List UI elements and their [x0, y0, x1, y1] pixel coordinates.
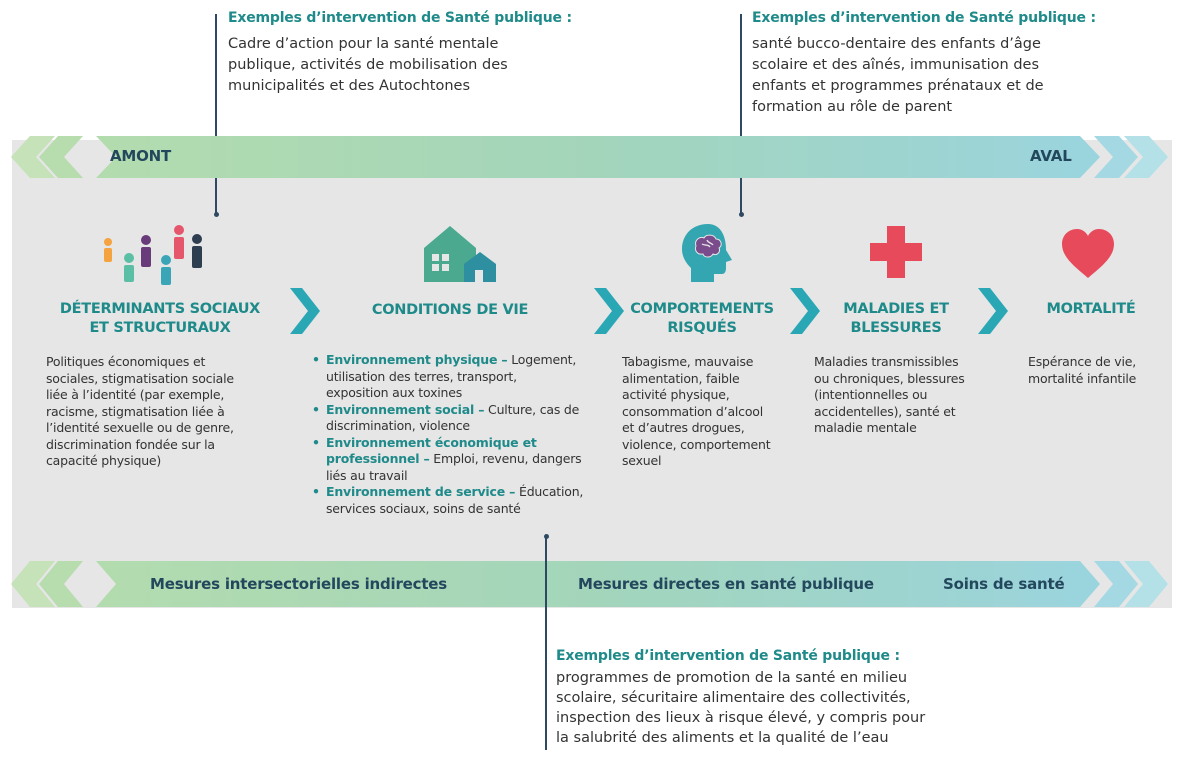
- diagram-background: [12, 140, 1172, 608]
- bullet-label: Environnement de service –: [326, 484, 516, 499]
- callout-bottom-body: programmes de promotion de la santé en m…: [556, 670, 926, 746]
- callout-top-right-body: santé bucco-dentaire des enfants d’âge s…: [752, 36, 1044, 115]
- column-body-risk-behaviours: Tabagisme, mauvaise alimentation, faible…: [622, 354, 771, 468]
- interventions-arrow: [11, 561, 1168, 607]
- bullet-label: Environnement social –: [326, 401, 485, 417]
- bullet-text: Éducation, services sociaux, soins de sa…: [326, 484, 584, 516]
- bullet-text: Emploi, revenu, dangers liés au travail: [326, 451, 582, 483]
- health-care-label: Soins de santé: [943, 575, 1065, 593]
- column-body-mortality: Espérance de vie, mortalité infantile: [1028, 354, 1137, 386]
- column-title-risk-behaviours: COMPORTEMENTS RISQUÉS: [630, 301, 774, 336]
- chevron-right-icon: [978, 288, 1008, 334]
- column-title-diseases-injuries: MALADIES ET BLESSURES: [843, 301, 949, 336]
- list-item: •Environnement de service – Éducation, s…: [312, 484, 584, 516]
- list-item: •Environnement économique et professionn…: [312, 434, 582, 483]
- upstream-label: AMONT: [110, 147, 172, 165]
- callout-top-right-title: Exemples d’intervention de Santé publiqu…: [752, 10, 1096, 26]
- house-icon: [424, 226, 496, 282]
- head-brain-icon: [682, 224, 732, 282]
- callout-bottom-connector: [545, 536, 547, 750]
- callout-top-left-connector: [215, 14, 217, 214]
- bullet-text: Logement, utilisation des terres, transp…: [326, 352, 577, 400]
- list-item: •Environnement physique – Logement, util…: [312, 352, 577, 400]
- bullet-label: Environnement physique –: [326, 352, 508, 367]
- downstream-label: AVAL: [1030, 147, 1072, 165]
- medical-cross-icon: [870, 226, 922, 278]
- bullet-text: Culture, cas de discrimination, violence: [326, 401, 580, 434]
- callout-top-left-title: Exemples d’intervention de Santé publiqu…: [228, 10, 572, 26]
- callout-top-right-connector: [740, 14, 742, 214]
- upstream-downstream-arrow: [11, 136, 1168, 178]
- living-conditions-list: •Environnement physique – Logement, util…: [310, 352, 590, 517]
- callout-top-left-body: Cadre d’action pour la santé mentale pub…: [228, 36, 508, 94]
- chevron-right-icon: [790, 288, 820, 334]
- column-body-social-determinants: Politiques économiques et sociales, stig…: [46, 354, 234, 468]
- heart-icon: [1062, 229, 1114, 278]
- column-body-diseases-injuries: Maladies transmissibles ou chroniques, b…: [814, 354, 965, 435]
- chevron-right-icon: [290, 288, 320, 334]
- column-title-living-conditions: CONDITIONS DE VIE: [371, 302, 529, 318]
- callout-top-right-connector-dot: [738, 212, 744, 217]
- callout-top-left-connector-dot: [213, 212, 219, 217]
- list-item: •Environnement social – Culture, cas de …: [312, 401, 580, 434]
- column-title-mortality: MORTALITÉ: [1046, 301, 1136, 317]
- chevron-right-icon: [594, 288, 624, 334]
- bullet-label: Environnement économique et professionne…: [326, 434, 537, 467]
- column-title-social-determinants: DÉTERMINANTS SOCIAUX ET STRUCTURAUX: [59, 301, 261, 336]
- callout-bottom-connector-dot: [543, 534, 549, 539]
- indirect-measures-label: Mesures intersectorielles indirectes: [150, 575, 448, 593]
- direct-measures-label: Mesures directes en santé publique: [578, 575, 874, 593]
- people-icon: [104, 225, 202, 285]
- callout-bottom-title: Exemples d’intervention de Santé publiqu…: [556, 648, 900, 664]
